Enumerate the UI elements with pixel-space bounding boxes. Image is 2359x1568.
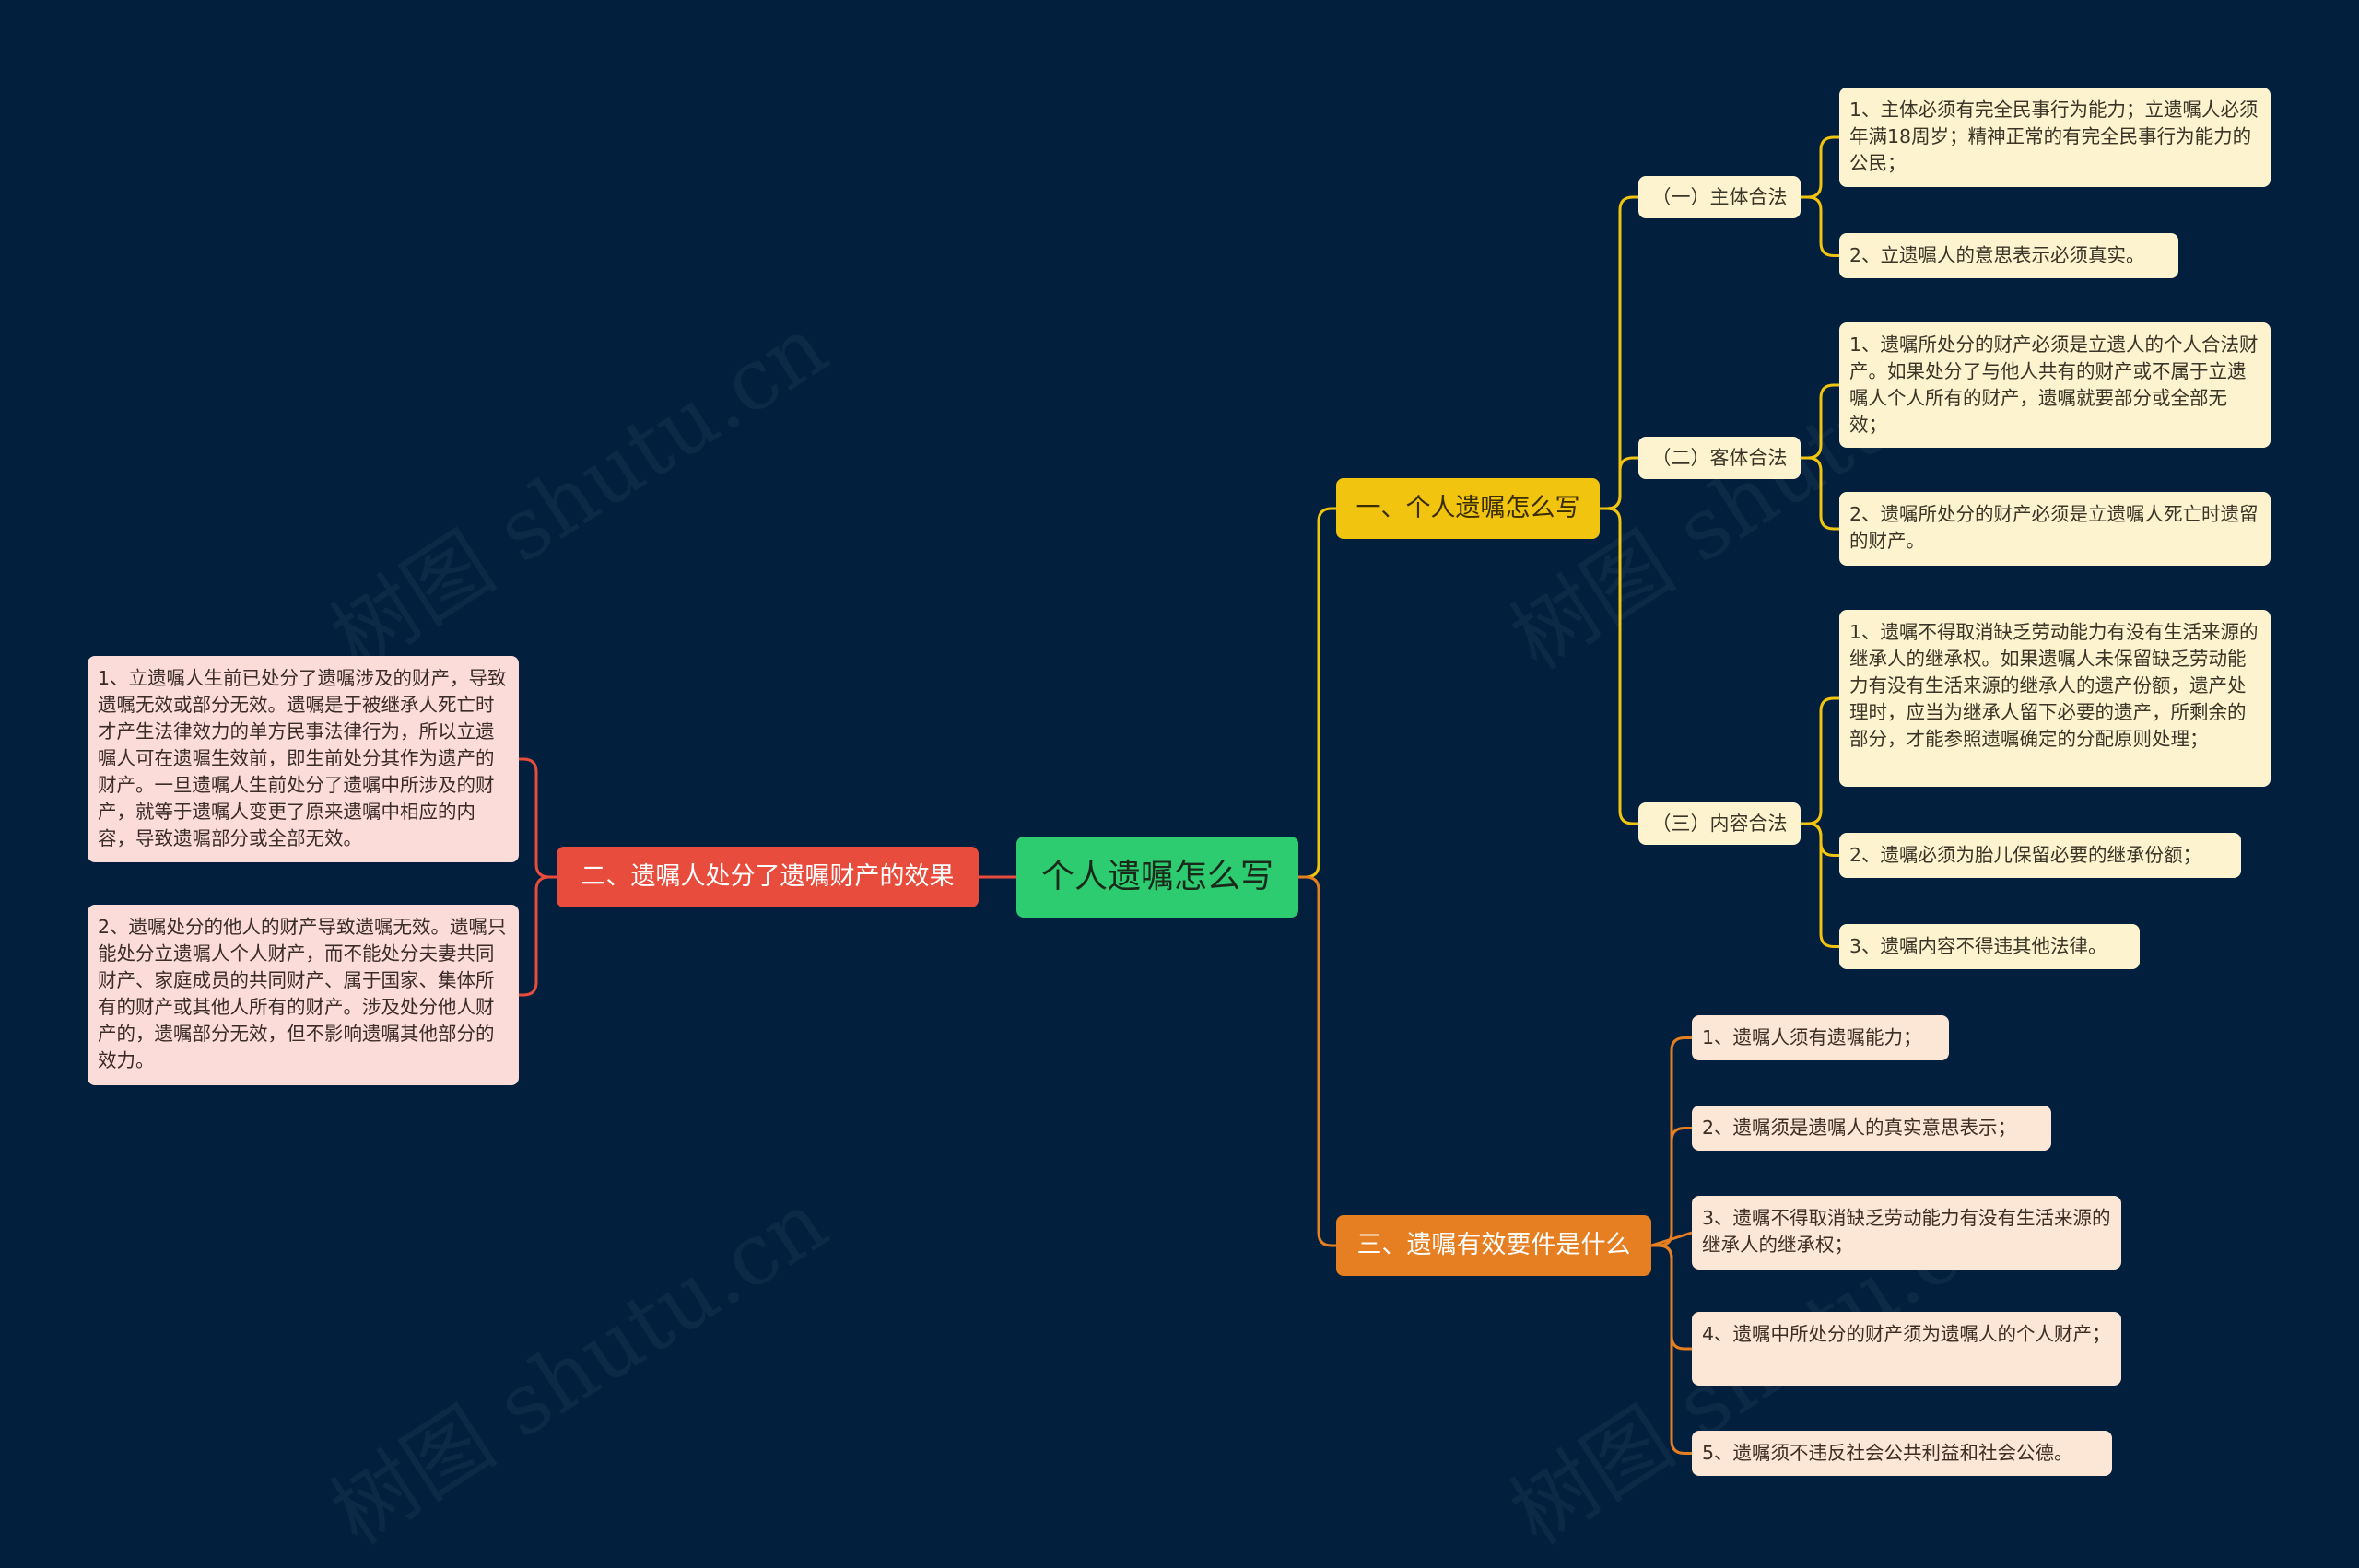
branch-topic-how-to-write[interactable]: 一、个人遗嘱怎么写 <box>1336 478 1600 539</box>
connector-line <box>1600 195 1638 510</box>
subtopic-content-legal[interactable]: （三）内容合法 <box>1638 802 1801 845</box>
root-topic[interactable]: 个人遗嘱怎么写 <box>1016 837 1298 918</box>
leaf-item[interactable]: 1、遗嘱所处分的财产必须是立遗人的个人合法财产。如果处分了与他人共有的财产或不属… <box>1839 322 2271 448</box>
leaf-item[interactable]: 1、立遗嘱人生前已处分了遗嘱涉及的财产，导致遗嘱无效或部分无效。遗嘱是于被继承人… <box>88 656 519 862</box>
subtopic-subject-legal[interactable]: （一）主体合法 <box>1638 176 1801 218</box>
leaf-item[interactable]: 2、遗嘱所处分的财产必须是立遗嘱人死亡时遗留的财产。 <box>1839 492 2271 566</box>
leaf-item[interactable]: 2、遗嘱必须为胎儿保留必要的继承份额； <box>1839 833 2241 878</box>
connector-line <box>1801 195 1839 257</box>
connector-line <box>519 875 557 997</box>
connector-line <box>1801 822 1839 948</box>
leaf-item[interactable]: 2、立遗嘱人的意思表示必须真实。 <box>1839 233 2178 278</box>
leaf-item[interactable]: 1、遗嘱不得取消缺乏劳动能力有没有生活来源的继承人的继承权。如果遗嘱人未保留缺乏… <box>1839 610 2271 787</box>
connector-line <box>1298 507 1336 879</box>
connector-line <box>1651 1127 1692 1247</box>
leaf-item[interactable]: 3、遗嘱内容不得违其他法律。 <box>1839 924 2140 969</box>
connector-line <box>1651 1244 1692 1455</box>
connector-line <box>1650 1231 1693 1247</box>
connector-line <box>1801 696 1839 825</box>
connector-line <box>1801 456 1839 531</box>
leaf-item[interactable]: 2、遗嘱须是遗嘱人的真实意思表示； <box>1692 1106 2051 1151</box>
connector-line <box>1801 135 1839 199</box>
branch-topic-disposal-effect[interactable]: 二、遗嘱人处分了遗嘱财产的效果 <box>557 847 979 907</box>
subtopic-object-legal[interactable]: （二）客体合法 <box>1638 437 1801 479</box>
connector-line <box>519 757 557 879</box>
connector-line <box>1600 507 1638 825</box>
leaf-item[interactable]: 3、遗嘱不得取消缺乏劳动能力有没有生活来源的继承人的继承权； <box>1692 1196 2121 1270</box>
leaf-item[interactable]: 1、遗嘱人须有遗嘱能力； <box>1692 1015 1949 1060</box>
branch-topic-validity-requirements[interactable]: 三、遗嘱有效要件是什么 <box>1336 1215 1651 1276</box>
connector-line <box>1298 875 1336 1247</box>
leaf-item[interactable]: 1、主体必须有完全民事行为能力；立遗嘱人必须年满18周岁；精神正常的有完全民事行… <box>1839 88 2271 187</box>
leaf-item[interactable]: 4、遗嘱中所处分的财产须为遗嘱人的个人财产； <box>1692 1312 2121 1386</box>
leaf-item[interactable]: 2、遗嘱处分的他人的财产导致遗嘱无效。遗嘱只能处分立遗嘱人个人财产，而不能处分夫… <box>88 905 519 1085</box>
leaf-item[interactable]: 5、遗嘱须不违反社会公共利益和社会公德。 <box>1692 1431 2112 1476</box>
